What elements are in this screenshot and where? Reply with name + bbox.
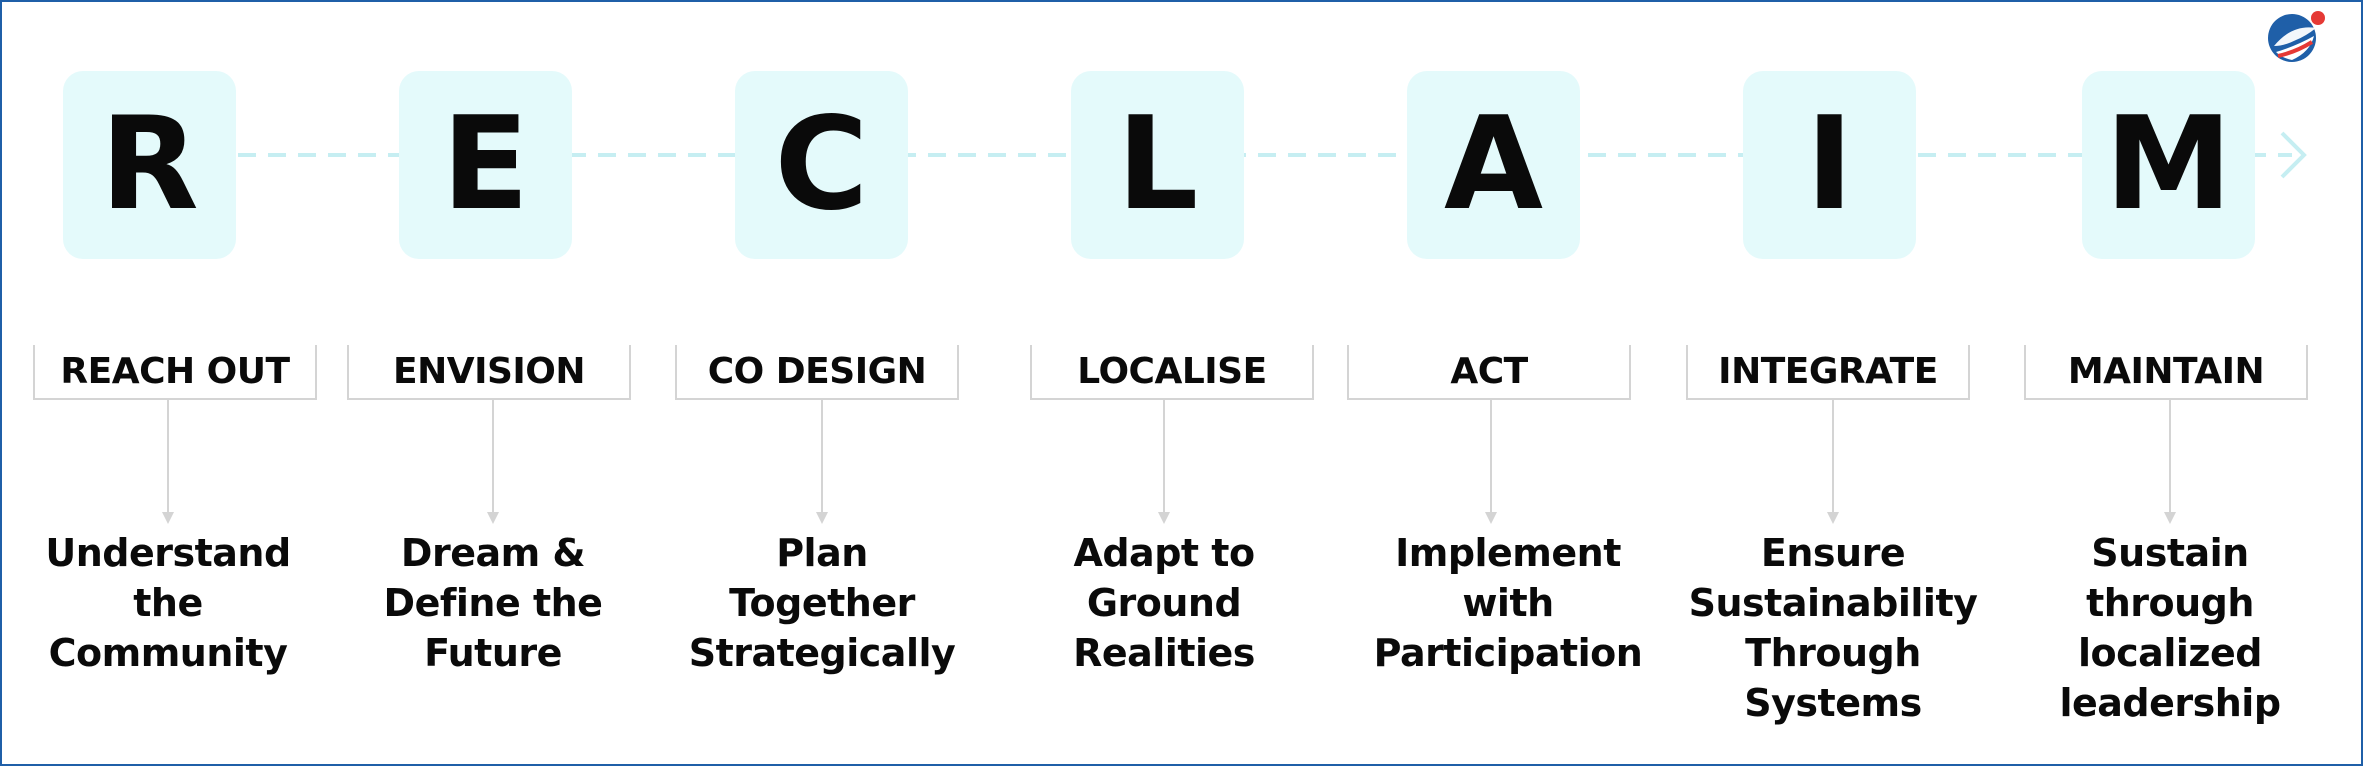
chevron-right-icon <box>2280 131 2307 179</box>
stage-label-box: LOCALISE <box>1030 345 1314 400</box>
description-line: Ensure <box>1760 531 1906 575</box>
step-letter: M <box>2104 90 2233 239</box>
letter-box-c: C <box>735 71 908 259</box>
step-letter: C <box>774 90 869 239</box>
step-letter: A <box>1443 90 1544 239</box>
description-line: Dream & <box>400 531 586 575</box>
letter-box-l: L <box>1071 71 1244 259</box>
stage-label-box: CO DESIGN <box>675 345 959 400</box>
step-letter: E <box>441 90 530 239</box>
down-arrow-head <box>2164 512 2176 524</box>
stage-label-box: MAINTAIN <box>2024 345 2308 400</box>
description-line: leadership <box>2059 681 2281 725</box>
step-letter: L <box>1116 90 1199 239</box>
description-line: with <box>1462 581 1554 625</box>
letter-box-r: R <box>63 71 236 259</box>
stage-label: INTEGRATE <box>1718 351 1938 392</box>
stage-label: ENVISION <box>392 351 586 392</box>
description-line: Adapt to <box>1073 531 1255 575</box>
stage-label-box: ACT <box>1347 345 1631 400</box>
stage-label: ACT <box>1450 351 1528 392</box>
description-line: Understand <box>45 531 291 575</box>
down-arrow-head <box>1827 512 1839 524</box>
letter-box-e: E <box>399 71 572 259</box>
description-line: Together <box>729 581 915 625</box>
description-line: Plan <box>776 531 868 575</box>
description-line: Sustainability <box>1688 581 1978 625</box>
description-line: through <box>2086 581 2254 625</box>
globe-logo-icon <box>2268 11 2325 62</box>
description-line: Systems <box>1744 681 1922 725</box>
stage-label: LOCALISE <box>1077 351 1267 392</box>
description-line: Through <box>1745 631 1921 675</box>
stage-description: Sustain through localized leadership <box>2005 528 2335 728</box>
description-line: the <box>133 581 203 625</box>
stage-label-box: INTEGRATE <box>1686 345 1970 400</box>
stage-label: REACH OUT <box>60 351 290 392</box>
stage-label: CO DESIGN <box>707 351 927 392</box>
description-line: Implement <box>1395 531 1621 575</box>
letter-box-i: I <box>1743 71 1916 259</box>
stage-label: MAINTAIN <box>2067 351 2265 392</box>
description-line: Define the <box>383 581 603 625</box>
down-arrow-head <box>487 512 499 524</box>
step-letter: I <box>1805 90 1854 239</box>
description-line: Strategically <box>688 631 956 675</box>
description-line: Realities <box>1073 631 1255 675</box>
letter-box-m: M <box>2082 71 2255 259</box>
stage-label-box: REACH OUT <box>33 345 317 400</box>
step-letter: R <box>100 90 199 239</box>
down-arrow-head <box>816 512 828 524</box>
description-line: Sustain <box>2091 531 2249 575</box>
description-line: Participation <box>1373 631 1643 675</box>
down-arrow-head <box>1158 512 1170 524</box>
description-line: Ground <box>1086 581 1242 625</box>
description-line: Community <box>48 631 288 675</box>
stage-label-box: ENVISION <box>347 345 631 400</box>
down-arrow-head <box>162 512 174 524</box>
description-line: localized <box>2078 631 2262 675</box>
down-arrow-head <box>1485 512 1497 524</box>
description-line: Future <box>424 631 562 675</box>
letter-box-a: A <box>1407 71 1580 259</box>
